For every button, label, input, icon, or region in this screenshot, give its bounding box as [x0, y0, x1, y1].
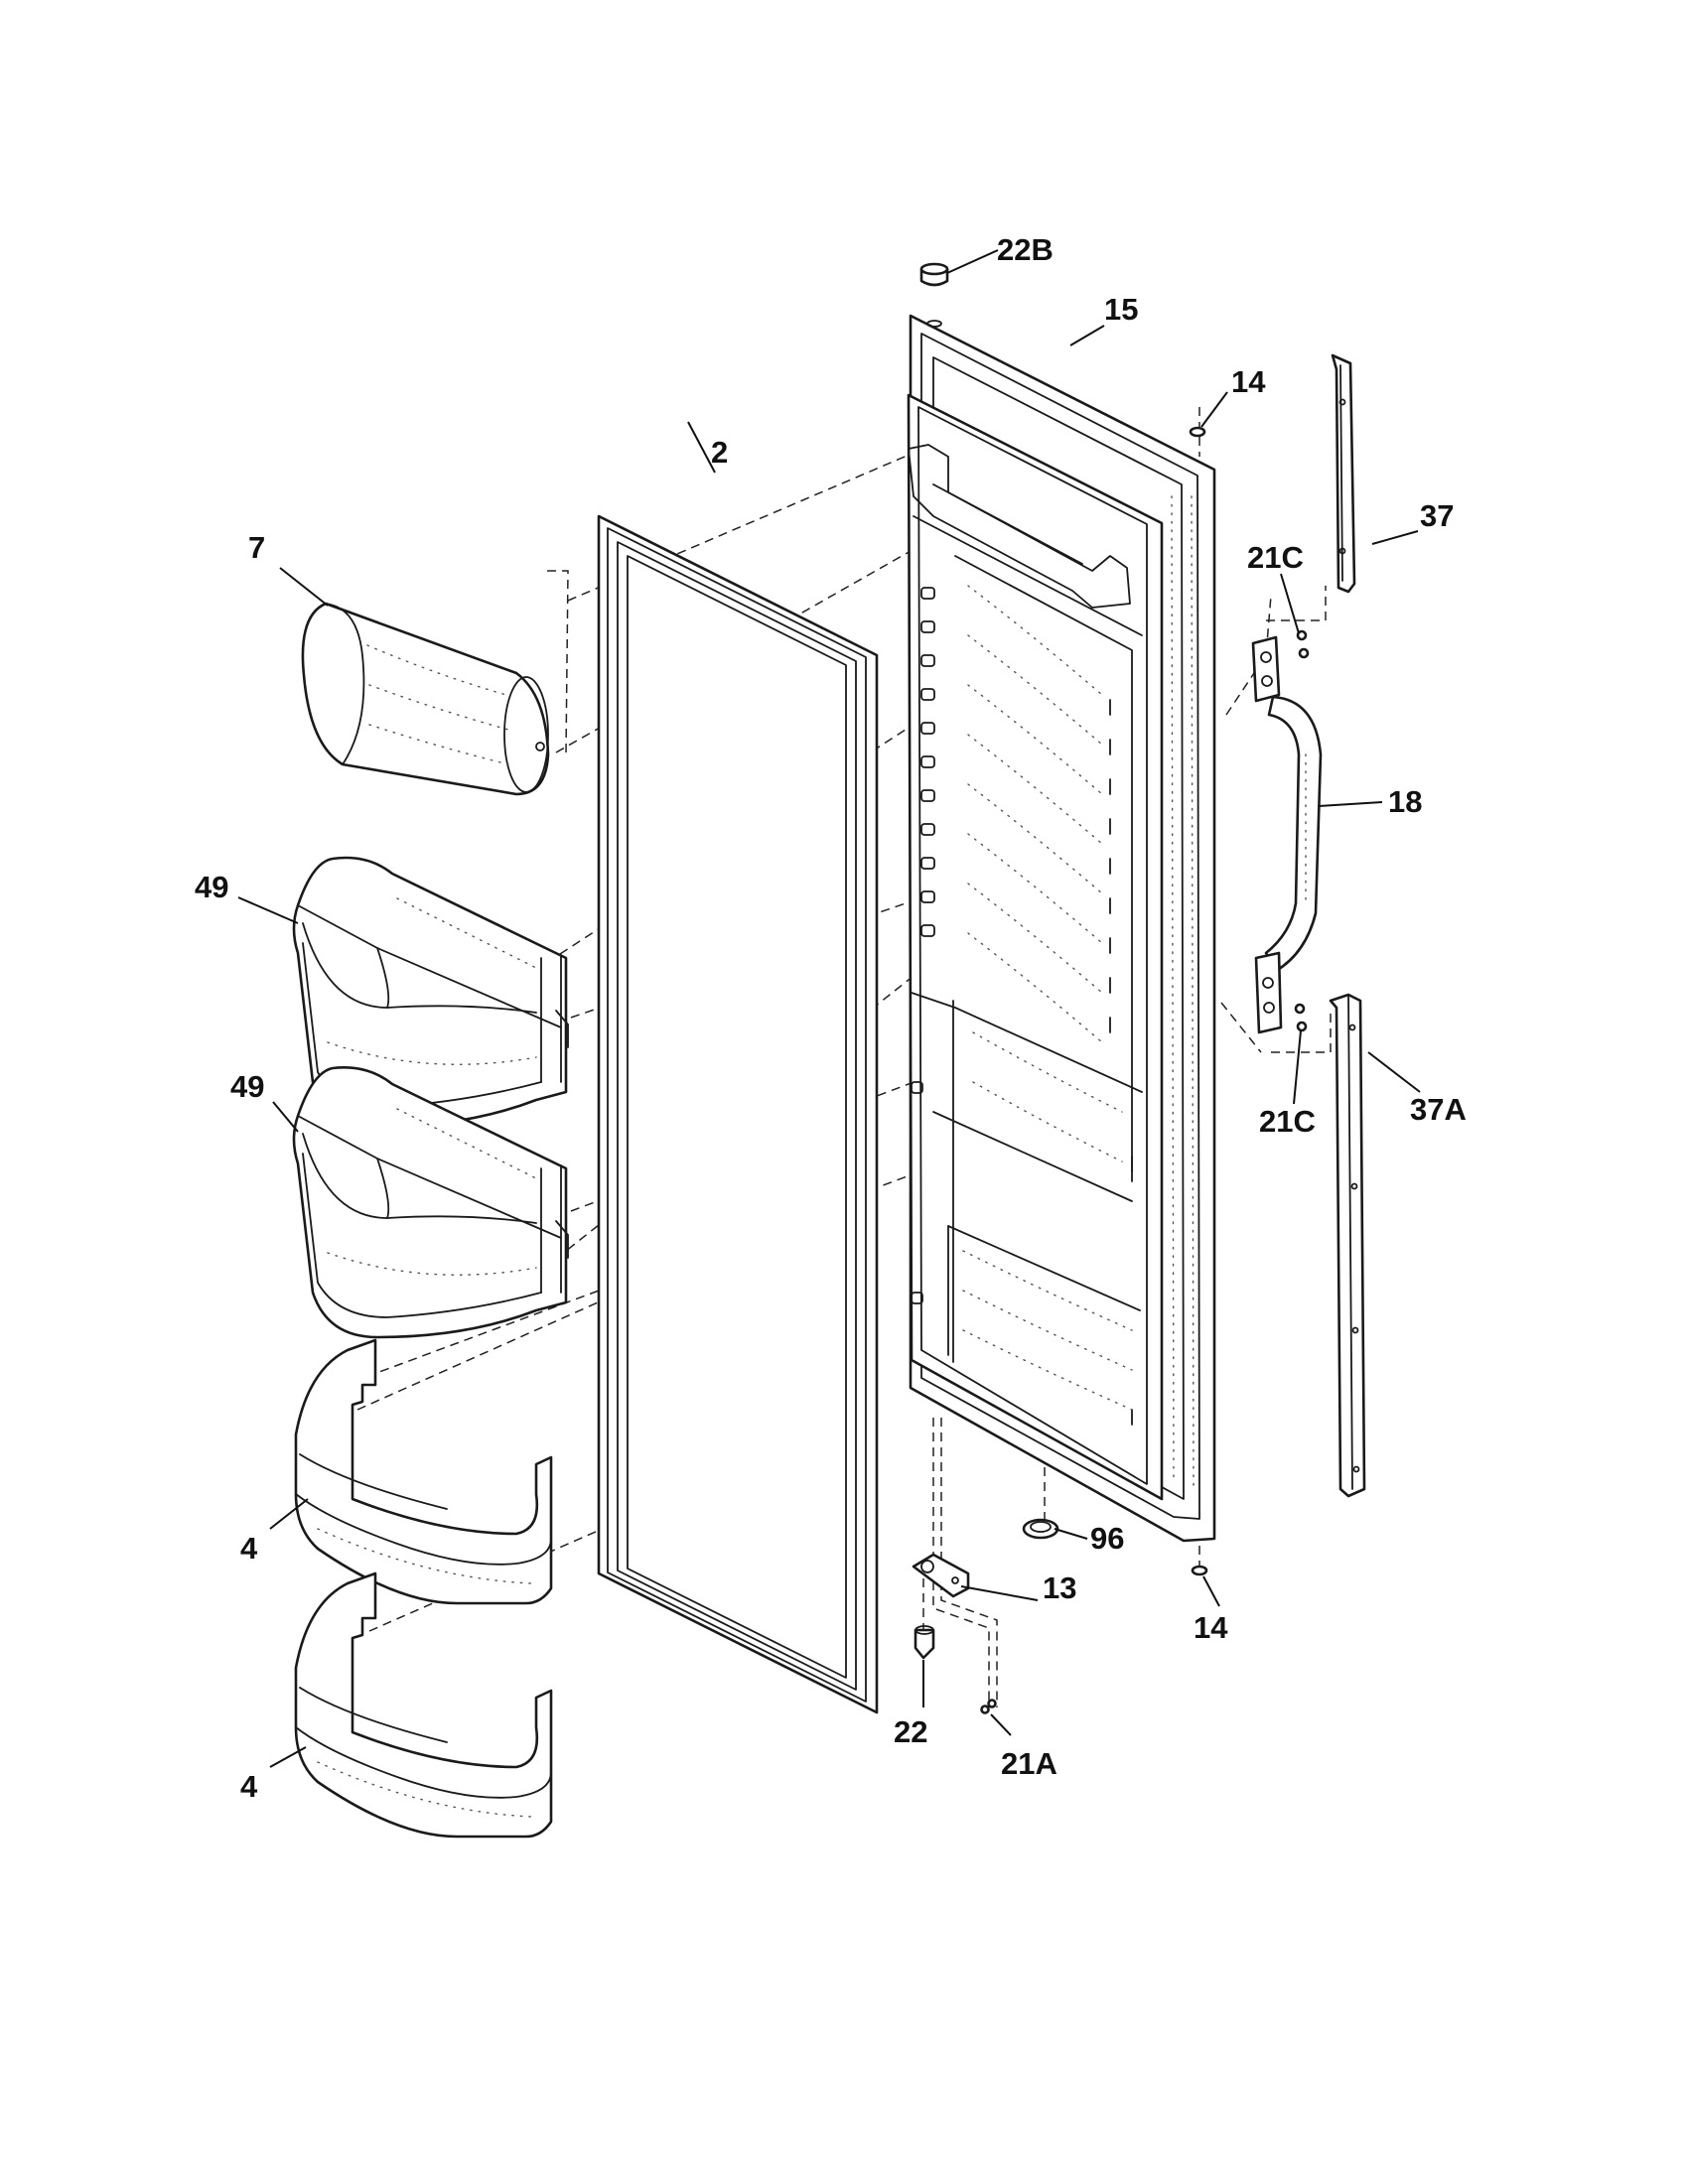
- callout-49-upper: 49: [195, 870, 228, 904]
- door-liner-shading: [962, 495, 1195, 1490]
- part-21a-screws: [980, 1699, 997, 1714]
- part-7-canister: [301, 602, 550, 796]
- callout-18: 18: [1388, 784, 1422, 819]
- callout-21c-top: 21C: [1247, 540, 1304, 575]
- part-22b-cap: [919, 262, 949, 328]
- callout-22: 22: [894, 1714, 927, 1749]
- part-49-bin-lower: [292, 1066, 569, 1339]
- callout-37a: 37A: [1410, 1092, 1467, 1127]
- part-18-handle: [1251, 635, 1323, 1034]
- part-4-bin-lower: [294, 1571, 553, 1839]
- door-assembly: [907, 314, 1216, 1543]
- part-96-plug: [1022, 1518, 1059, 1540]
- callout-21c-bottom: 21C: [1259, 1104, 1316, 1139]
- callout-15: 15: [1104, 292, 1138, 327]
- part-37a-trim: [1329, 993, 1366, 1498]
- callout-13: 13: [1043, 1570, 1076, 1605]
- part-2-gasket: [597, 514, 879, 1714]
- part-22-hinge-pin: [914, 1625, 935, 1660]
- callout-2: 2: [711, 435, 728, 470]
- callout-21a: 21A: [1001, 1746, 1057, 1781]
- part-13-hinge: [912, 1553, 970, 1598]
- callout-7: 7: [248, 530, 265, 565]
- shelf-support-tabs: [911, 587, 935, 1304]
- callout-14-bottom: 14: [1194, 1610, 1228, 1645]
- part-21c-screws: [1294, 629, 1310, 1032]
- callout-37: 37: [1420, 498, 1454, 533]
- callout-4-lower: 4: [240, 1769, 258, 1804]
- part-37-trim: [1331, 353, 1356, 594]
- callout-49-lower: 49: [230, 1069, 264, 1104]
- leader-lines: [237, 249, 1421, 1768]
- part-4-bin-upper: [294, 1338, 553, 1605]
- callout-14-top: 14: [1231, 364, 1266, 399]
- callout-labels: 22B 15 14 2 7 21C 37 18 49 49 21C 37A 4 …: [195, 232, 1467, 1804]
- part-14-plugs: [1189, 426, 1208, 1576]
- callout-22b: 22B: [997, 232, 1054, 267]
- callout-96: 96: [1090, 1521, 1124, 1556]
- callout-4-upper: 4: [240, 1531, 258, 1566]
